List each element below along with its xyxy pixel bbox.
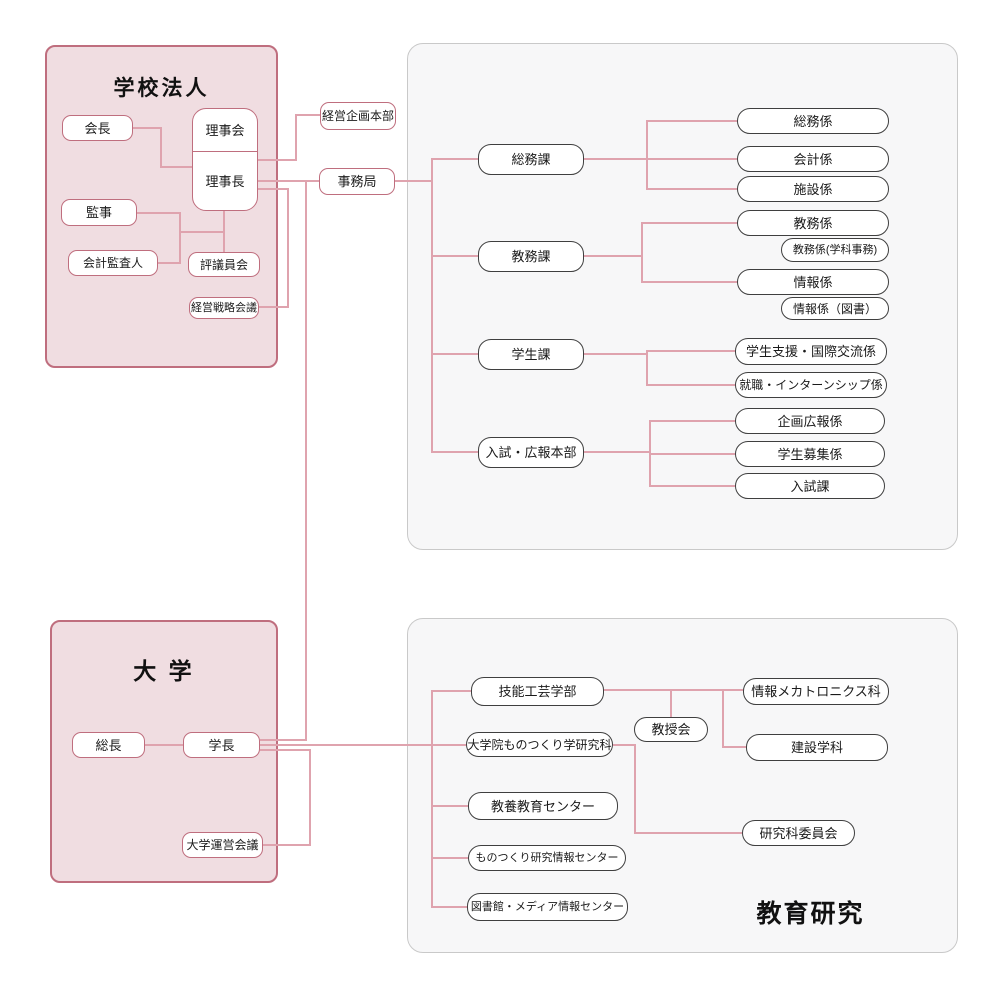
node-graduate-school: 大学院ものつくり学研究科 xyxy=(466,732,613,757)
connector-line xyxy=(641,222,643,283)
connector-line xyxy=(641,281,739,283)
connector-line xyxy=(646,350,648,386)
node-board-chairman: 理事長 xyxy=(205,173,245,189)
node-information-section: 情報係 xyxy=(737,269,889,295)
node-student-recruitment-section: 学生募集係 xyxy=(735,441,885,467)
node-liberal-arts-center: 教養教育センター xyxy=(468,792,618,820)
connector-line xyxy=(584,158,648,160)
connector-line xyxy=(431,451,478,453)
node-auditor: 監事 xyxy=(61,199,137,226)
node-accounting-section: 会計係 xyxy=(737,146,889,172)
node-university-president: 学長 xyxy=(183,732,260,758)
node-facilities-section: 施設係 xyxy=(737,176,889,202)
node-faculty-of-technologists: 技能工芸学部 xyxy=(471,677,604,706)
connector-line xyxy=(646,384,735,386)
connector-line xyxy=(158,262,181,264)
node-chairman: 会長 xyxy=(62,115,133,141)
node-career-internship-section: 就職・インターンシップ係 xyxy=(735,372,887,398)
node-board-of-directors: 理事会 理事長 xyxy=(192,108,258,211)
connector-line xyxy=(160,127,162,168)
node-monotsukuri-research-center: ものつくり研究情報センター xyxy=(468,845,626,871)
connector-line xyxy=(263,844,311,846)
node-general-affairs-division: 総務課 xyxy=(478,144,584,175)
connector-line xyxy=(641,222,740,224)
node-administrative-office: 事務局 xyxy=(319,168,395,195)
node-library-media-center: 図書館・メディア情報センター xyxy=(467,893,628,921)
connector-line xyxy=(133,127,161,129)
connector-line xyxy=(649,420,735,422)
connector-line xyxy=(287,188,289,308)
node-information-section-library: 情報係（図書） xyxy=(781,297,889,320)
node-council: 評議員会 xyxy=(188,252,260,277)
caption-education-research: 教育研究 xyxy=(756,900,865,928)
connector-line xyxy=(604,689,743,691)
connector-line xyxy=(431,805,468,807)
node-faculty-meeting: 教授会 xyxy=(634,717,708,742)
connector-line xyxy=(431,255,478,257)
connector-line xyxy=(431,353,478,355)
connector-line xyxy=(584,451,651,453)
node-info-mechatronics-dept: 情報メカトロニクス科 xyxy=(743,678,889,705)
node-board: 理事会 xyxy=(193,109,257,152)
connector-line xyxy=(722,746,746,748)
connector-line xyxy=(258,159,297,161)
node-strategy-meeting: 経営戦略会議 xyxy=(189,297,259,319)
connector-line xyxy=(613,744,636,746)
connector-line xyxy=(431,690,433,907)
connector-line xyxy=(431,857,468,859)
connector-line xyxy=(646,120,737,122)
connector-line xyxy=(646,158,737,160)
node-admissions-pr-headquarters: 入試・広報本部 xyxy=(478,437,584,468)
connector-line xyxy=(670,689,672,718)
connector-line xyxy=(258,180,319,182)
connector-line xyxy=(634,832,742,834)
connector-line xyxy=(649,485,735,487)
node-student-division: 学生課 xyxy=(478,339,584,370)
connector-line xyxy=(260,739,307,741)
connector-line xyxy=(258,306,289,308)
node-academic-section-dept: 教務係(学科事務) xyxy=(781,238,889,262)
connector-line xyxy=(431,906,467,908)
connector-line xyxy=(431,158,478,160)
connector-line xyxy=(584,353,648,355)
connector-line xyxy=(394,180,433,182)
node-general-affairs-section: 総務係 xyxy=(737,108,889,134)
node-president-general: 総長 xyxy=(72,732,145,758)
connector-line xyxy=(137,212,181,214)
connector-line xyxy=(295,114,321,116)
title-school-corporation: 学校法人 xyxy=(113,77,210,100)
node-planning-headquarters: 経営企画本部 xyxy=(320,102,396,130)
connector-line xyxy=(258,188,289,190)
connector-line xyxy=(260,749,311,751)
connector-line xyxy=(634,744,636,833)
node-university-management-council: 大学運営会議 xyxy=(182,832,263,858)
connector-line xyxy=(305,181,307,740)
node-academic-affairs-division: 教務課 xyxy=(478,241,584,272)
connector-line xyxy=(431,690,471,692)
connector-line xyxy=(646,120,648,190)
connector-line xyxy=(260,744,466,746)
node-construction-dept: 建設学科 xyxy=(746,734,888,761)
node-accounting-auditor: 会計監査人 xyxy=(68,250,158,276)
node-academic-section: 教務係 xyxy=(737,210,889,236)
connector-line xyxy=(646,188,737,190)
node-student-support-section: 学生支援・国際交流係 xyxy=(735,338,887,365)
connector-line xyxy=(295,115,297,161)
connector-line xyxy=(646,350,735,352)
connector-line xyxy=(722,689,724,747)
connector-line xyxy=(584,255,643,257)
connector-line xyxy=(179,212,181,264)
node-graduate-committee: 研究科委員会 xyxy=(742,820,855,846)
connector-line xyxy=(179,231,225,233)
connector-line xyxy=(431,159,433,453)
title-university: 大 学 xyxy=(133,658,195,684)
node-admissions-division: 入試課 xyxy=(735,473,885,499)
connector-line xyxy=(309,749,311,846)
connector-line xyxy=(160,166,192,168)
connector-line xyxy=(145,744,183,746)
node-planning-pr-section: 企画広報係 xyxy=(735,408,885,434)
connector-line xyxy=(649,453,735,455)
